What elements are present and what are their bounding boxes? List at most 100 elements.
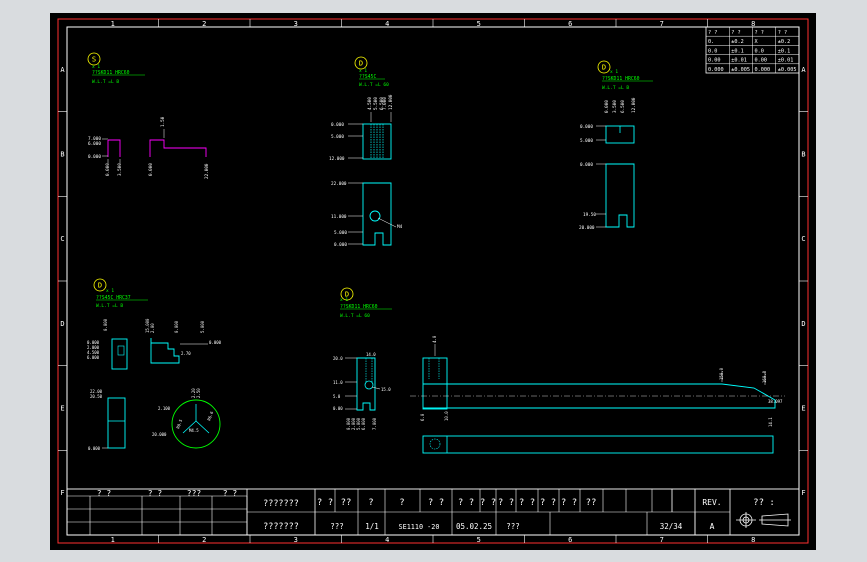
title-row1-cell: ? ?	[498, 498, 514, 508]
view-s-note: W.L.T =L B	[92, 79, 119, 85]
zone-col-top: 8	[751, 20, 755, 28]
title-row2-cell: 1/1	[365, 522, 379, 531]
dim-s-7: 7.000	[88, 136, 101, 142]
tolerance-cell: 0.	[708, 39, 714, 45]
dim-rod-150: 150.0	[719, 367, 724, 380]
tolerance-cell: ? ?	[731, 30, 740, 36]
dim-rod-angle: 38.097	[768, 399, 783, 404]
rev-value: A	[710, 522, 715, 531]
dim-d3-b25: 2.50	[196, 388, 201, 398]
dim-s-0: 0.000	[88, 154, 101, 160]
title-block: ? ?? ????? ???????????????? ?????? ?? ??…	[66, 488, 800, 536]
tolerance-cell: 0.000	[755, 67, 771, 73]
dim-d1-y5b: 5.000	[334, 230, 347, 236]
dim-d1-y5: 5.000	[331, 134, 344, 140]
dim-d3-b205: 20.50	[90, 394, 103, 399]
view-s: S x 1 ??SKD11 HRC60 W.L.T =L B 7.000 6.0…	[87, 52, 210, 179]
dim-d3-b22b: 2.20	[191, 388, 196, 398]
d3-round-part	[171, 399, 221, 449]
dim-d3-b20: 20.000	[152, 432, 167, 437]
dim-d3-a2: 2.000	[87, 345, 100, 350]
zone-col-bottom: 5	[477, 536, 481, 544]
dim-rod-6: 6.0	[420, 413, 425, 421]
tolerance-cell: ±0.005	[778, 67, 797, 73]
s-part-left	[107, 139, 121, 157]
title-row1-cell: ?	[368, 498, 373, 508]
tolerance-cell: 0.0	[755, 48, 764, 54]
outer-frame	[57, 18, 809, 544]
tolerance-cell: 0.0	[708, 48, 717, 54]
tolerance-cell: ±0.01	[731, 58, 747, 64]
view-d2: D x 1 ??SKD11 HRC60 W.L.T =L B 0.000 5.0…	[579, 60, 653, 231]
dim-d2-y0: 0.000	[580, 124, 593, 130]
title-header-cell: ? ?	[223, 489, 238, 498]
dim-d3-m45: M4.5	[189, 428, 199, 433]
title-row2-cell: ???	[506, 522, 520, 531]
view-d3-material: ??S45C HRC37	[96, 295, 131, 301]
view-s-label: S	[92, 56, 96, 64]
dim-d2-y20: 20.000	[579, 225, 595, 231]
view-d3-note: W.L.T =L B	[96, 303, 123, 309]
zone-row-right: B	[801, 151, 805, 159]
view-d1-material: ??S45C	[359, 74, 376, 80]
dim-rod-169: 169.8	[762, 370, 767, 383]
zone-row-right: C	[801, 235, 805, 243]
d1-slots	[370, 124, 384, 159]
title-header-cell: ???	[187, 489, 202, 498]
dim-s-x0: 0.000	[105, 163, 111, 176]
zone-col-top: 6	[568, 20, 572, 28]
dim-d2-y5: 5.000	[580, 138, 593, 144]
title-row1-cell: ? ?	[317, 498, 333, 508]
title-row2-cell: SE1110 -20	[399, 523, 440, 531]
d4-hidden	[365, 358, 373, 383]
tolerance-cell: ? ?	[708, 30, 717, 36]
dim-d3-a15: 15.000	[145, 318, 150, 333]
title-row1-cell: ? ?	[519, 498, 535, 508]
view-d2-label: D	[602, 64, 606, 72]
dim-d2-x65: 6.500	[620, 100, 626, 113]
d2-bottom-body	[605, 163, 635, 228]
tolerance-cell: 0.000	[708, 67, 724, 73]
title-header-cell: ? ?	[148, 489, 163, 498]
rod-head-hidden	[428, 358, 440, 379]
dim-d3-a2b: 2.00	[150, 323, 155, 333]
dim-s-150: 1.50	[160, 116, 166, 127]
dim-d2-x0: 0.000	[604, 100, 610, 113]
zone-row-right: A	[801, 66, 806, 74]
title-row1-cell: ?	[399, 498, 404, 508]
view-d1-scale: x 1	[359, 68, 367, 74]
s-part-right	[149, 139, 207, 157]
rod-side-hole	[429, 438, 441, 450]
tolerance-cell: X	[755, 39, 759, 45]
tolerance-cell: ±0.2	[731, 39, 744, 45]
dim-d1-x12: 12.000	[388, 94, 394, 110]
d3-round-slots	[182, 404, 210, 434]
zone-row-left: E	[60, 405, 64, 413]
dim-d3-a5: 5.000	[200, 320, 205, 333]
view-d4-scale: x 1	[340, 297, 348, 303]
dim-d4-15: 15.0	[381, 387, 391, 392]
dim-d1-x45: 4.500	[367, 97, 373, 110]
title-row1-cell: ? ?	[428, 498, 444, 508]
dim-d4-x5: 5.000	[356, 417, 361, 430]
d1-bottom-body	[362, 182, 392, 246]
tolerance-cell: ±0.005	[731, 67, 750, 73]
view-d2-balloon	[597, 60, 611, 74]
dim-d3-a0d: 0.000	[209, 340, 222, 345]
projection-symbol-icon	[736, 512, 791, 528]
zone-col-bottom: 2	[202, 536, 206, 544]
view-d3-scale: x 1	[106, 288, 114, 294]
view-d2-material: ??SKD11 HRC60	[602, 76, 640, 82]
dim-d3-b0: 0.000	[88, 446, 101, 451]
dim-d4-x6: 6.000	[361, 417, 366, 430]
zone-col-top: 5	[477, 20, 481, 28]
tolerance-cell: ±0.2	[778, 39, 791, 45]
dim-d1-x65: 6.500	[379, 97, 385, 110]
d3-lower-body	[107, 397, 126, 449]
zone-col-top: 1	[111, 20, 115, 28]
dim-d3-a0c: 0.000	[174, 320, 179, 333]
dim-d3-a27: 2.70	[181, 351, 191, 356]
view-rod: 4.0 6.0 10.0 150.0 169.8 38.097 14.1	[410, 335, 785, 454]
